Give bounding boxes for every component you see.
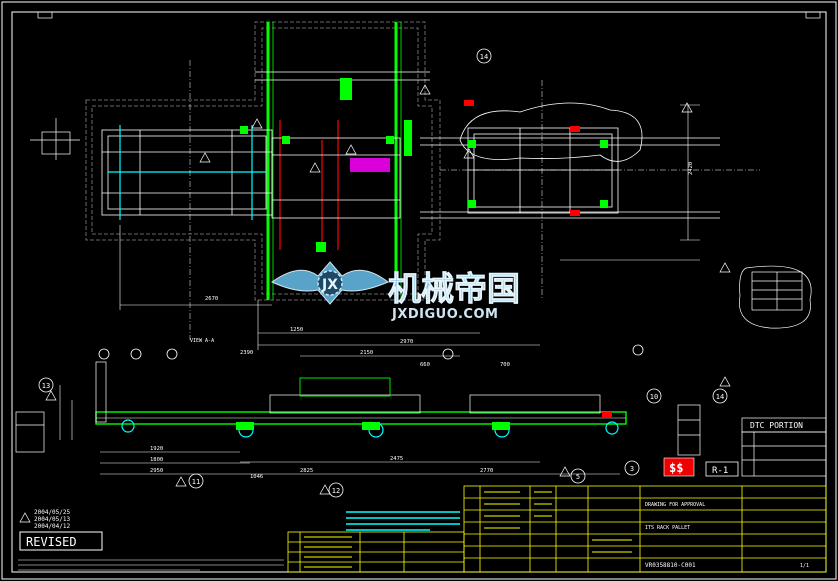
dim-2770: 2770: [480, 468, 493, 474]
detail-top-left: [30, 118, 80, 160]
revision-dates: 2004/05/25 2004/05/13 2004/04/12: [34, 509, 71, 530]
dim-2950: 2950: [150, 468, 163, 474]
callout-10: 10: [650, 393, 658, 401]
watermark-site: JXDIGUO.COM: [391, 307, 498, 322]
callout-11: 11: [192, 478, 200, 486]
right-vertical-dimension: [560, 104, 700, 261]
gear-icon: [317, 270, 343, 296]
callout-bubbles: [38, 48, 728, 498]
revised-box: [19, 531, 103, 551]
dim-1250: 1250: [290, 327, 303, 333]
plan-dimension-lines: [119, 225, 540, 357]
title-en: ITS RACK PALLET: [645, 525, 690, 531]
section-label: VIEW A-A: [190, 338, 214, 344]
dim-1920: 1920: [150, 446, 163, 452]
drawing-number: VR0358810-C001: [645, 562, 696, 569]
right-rack-red-parts: [464, 100, 580, 216]
callout-5: 5: [576, 473, 580, 481]
dim-2670: 2670: [205, 296, 218, 302]
elevation-dimension-lines: [59, 385, 620, 475]
central-magenta: [350, 158, 390, 172]
dim-2970: 2970: [400, 339, 413, 345]
dim-1800: 1800: [150, 457, 163, 463]
dim-2390: 2390: [240, 350, 253, 356]
elevation-main-beam: [95, 361, 627, 425]
note-strokes-bottom-left: [18, 559, 284, 571]
dim-660: 660: [420, 362, 430, 368]
callout-3: 3: [630, 465, 634, 473]
ss-box: [663, 457, 695, 477]
cyan-notes-block: [346, 511, 460, 531]
right-rack-plan: [467, 127, 619, 214]
dim-1046: 1046: [250, 474, 263, 480]
revision-date-1: 2004/05/25: [34, 509, 71, 516]
right-rack-cloud: [459, 102, 643, 162]
corner-box-tl: [37, 11, 53, 19]
rev-marker-box: [705, 461, 739, 477]
dim-700: 700: [500, 362, 510, 368]
center-green-parts: [240, 78, 412, 252]
detail-right-elevation: [677, 404, 701, 456]
layout-zone-outline: [85, 21, 441, 301]
revision-date-3: 2004/04/12: [34, 523, 71, 530]
corner-box-tr: [805, 11, 821, 19]
ss-mark: $$: [669, 461, 683, 475]
rev-marker: R-1: [712, 466, 728, 476]
elevation-red-parts: [602, 412, 612, 418]
revised-label: REVISED: [26, 535, 77, 549]
title-block-right: [741, 417, 827, 477]
revision-triangles: [19, 84, 731, 523]
gear-letter: JX: [321, 277, 338, 293]
callout-14-top: 14: [480, 53, 488, 61]
watermark-logo: JX 机械帝国 JXDIGUO.COM: [271, 261, 520, 322]
callout-labels: 14 13 11 12 3 5 10 14: [42, 53, 724, 495]
approval-note: DRAWING FOR APPROVAL: [645, 502, 705, 508]
red-guides: [279, 120, 339, 250]
callout-12: 12: [332, 487, 340, 495]
detail-left-elevation: [15, 411, 45, 453]
title-block-text: DRAWING FOR APPROVAL ITS RACK PALLET VR0…: [645, 502, 809, 569]
watermark-name-cn: 机械帝国: [388, 269, 520, 308]
title-block-grid: [287, 485, 827, 573]
callout-14-right: 14: [716, 393, 724, 401]
elevation-green-parts: [236, 422, 510, 430]
vertical-members: [266, 22, 398, 300]
centerlines: [189, 60, 760, 340]
sheet-value: 1/1: [800, 563, 809, 569]
revision-date-2: 2004/05/13: [34, 516, 71, 523]
central-frame: [255, 71, 720, 219]
dim-2420: 2420: [688, 162, 694, 175]
left-rack-cyan: [108, 125, 266, 220]
callout-13: 13: [42, 382, 50, 390]
dimension-values: 2420 2670 1250 700 660 1920 1800 2825 27…: [150, 162, 694, 480]
dim-2475: 2475: [390, 456, 403, 462]
right-rack-green-parts: [468, 140, 608, 208]
right-detail: [739, 265, 812, 329]
portion-label: DTC PORTION: [750, 421, 803, 430]
vertical-member-edges: [272, 22, 402, 300]
title-block-strokes: [304, 491, 632, 568]
dim-2825: 2825: [300, 468, 313, 474]
dim-2150: 2150: [360, 350, 373, 356]
